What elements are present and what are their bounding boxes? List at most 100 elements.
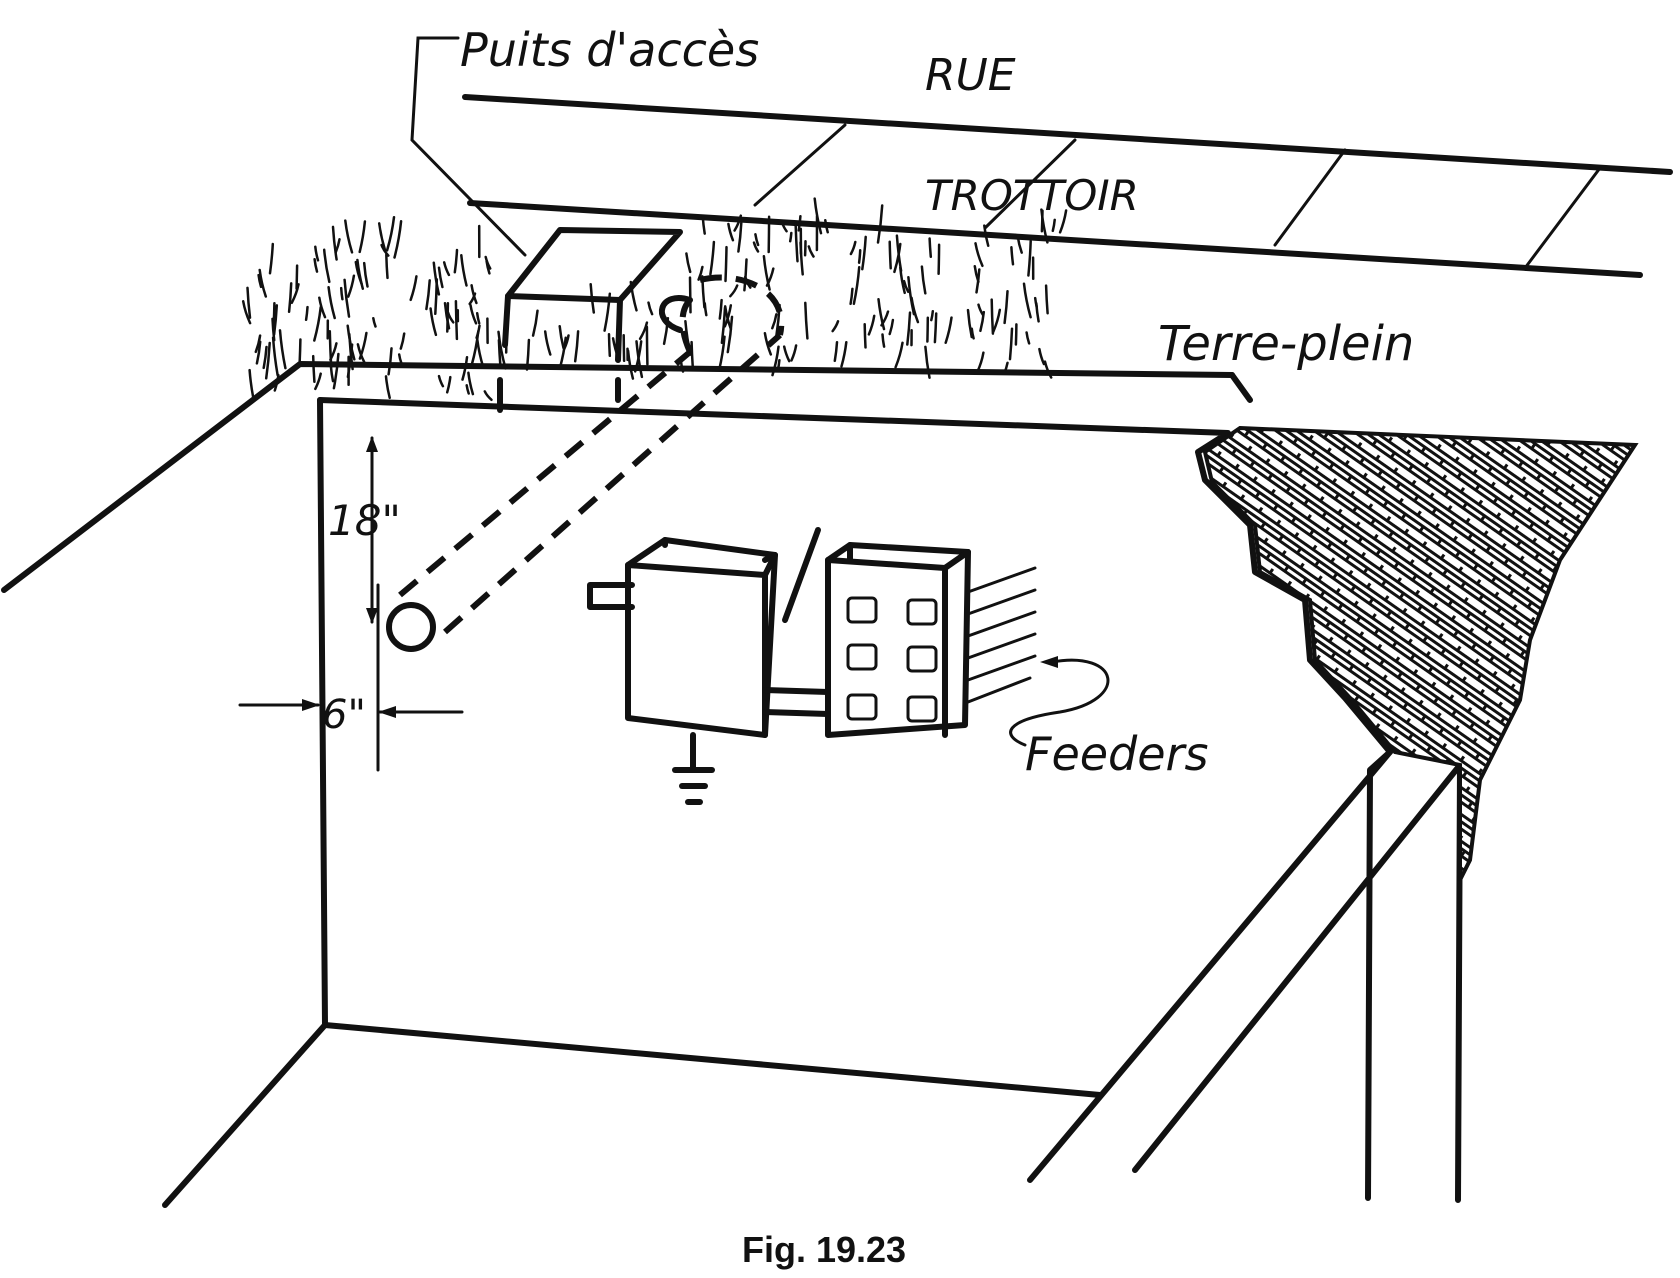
grass-blade bbox=[861, 235, 867, 271]
grass-blade bbox=[356, 343, 366, 365]
grass-blade bbox=[799, 241, 804, 276]
grass-blade bbox=[1003, 289, 1009, 325]
grass-blade bbox=[1010, 246, 1015, 266]
grass-blade bbox=[278, 329, 287, 370]
grass-blade bbox=[264, 341, 271, 380]
grass-blade bbox=[1043, 360, 1053, 379]
grass-blade bbox=[863, 323, 867, 349]
grass-blade bbox=[647, 301, 654, 316]
grass-blade bbox=[298, 338, 302, 363]
grass-blade bbox=[603, 292, 612, 332]
grass-blade bbox=[720, 306, 727, 345]
grass-blade bbox=[314, 245, 320, 262]
grass-blade bbox=[358, 220, 367, 254]
grass-blade bbox=[888, 318, 895, 336]
grass-blade bbox=[460, 253, 468, 287]
grass-blade bbox=[322, 248, 331, 284]
grass-blade bbox=[241, 300, 252, 325]
grass-blade bbox=[1008, 327, 1014, 361]
grass-blade bbox=[476, 338, 485, 369]
grass-blade bbox=[607, 333, 612, 358]
grass-blade bbox=[446, 301, 450, 333]
grass-blade bbox=[902, 279, 910, 294]
grass-blade bbox=[877, 297, 886, 331]
grass-blade bbox=[857, 249, 862, 264]
grass-blade bbox=[895, 234, 903, 273]
grass-blade bbox=[876, 204, 884, 244]
grass-blade bbox=[992, 308, 1002, 333]
grass-blade bbox=[807, 245, 815, 258]
grass-blade bbox=[314, 372, 322, 391]
grass-blade bbox=[723, 304, 733, 328]
grass-blade bbox=[470, 284, 478, 305]
grass-blade bbox=[409, 275, 418, 302]
grass-blade bbox=[937, 243, 941, 276]
grass-blade bbox=[737, 221, 743, 253]
grass-blade bbox=[475, 324, 481, 340]
grass-blade bbox=[697, 265, 704, 281]
grass-blade bbox=[979, 310, 986, 333]
soil-cutaway bbox=[1202, 425, 1639, 881]
grass-blade bbox=[771, 313, 778, 330]
grass-blade bbox=[849, 287, 854, 306]
grass-blade bbox=[894, 341, 904, 369]
grass-blade bbox=[372, 316, 377, 328]
grass-blade bbox=[849, 240, 857, 256]
grass-blade bbox=[881, 333, 886, 348]
grass-blade bbox=[432, 261, 441, 296]
grass-blade bbox=[332, 352, 340, 390]
grass-blade bbox=[467, 371, 475, 396]
grass-blade bbox=[970, 327, 975, 340]
label-feeders: Feeders bbox=[1025, 727, 1208, 781]
grass-blade bbox=[762, 255, 771, 291]
grass-blade bbox=[543, 330, 552, 356]
figure-caption: Fig. 19.23 bbox=[742, 1229, 906, 1270]
grass-blade bbox=[377, 222, 387, 252]
grass-blade bbox=[920, 265, 927, 295]
grass-blade bbox=[339, 286, 344, 301]
grass-blade bbox=[930, 310, 935, 322]
grass-blade bbox=[638, 321, 649, 341]
grass-blade bbox=[295, 264, 299, 290]
grass-blade bbox=[272, 304, 279, 336]
grass-blade bbox=[272, 301, 276, 326]
grass-blade bbox=[437, 374, 445, 388]
grass-texture bbox=[241, 197, 1068, 402]
grass-blade bbox=[304, 305, 309, 322]
grass-blade bbox=[393, 220, 403, 259]
grass-blade bbox=[888, 240, 892, 270]
grass-blade bbox=[453, 248, 459, 274]
grass-blade bbox=[629, 280, 638, 312]
grass-blade bbox=[743, 258, 748, 292]
grass-blade bbox=[771, 345, 780, 377]
grass-blade bbox=[1022, 282, 1032, 319]
grass-blade bbox=[255, 340, 262, 365]
grass-blade bbox=[1016, 234, 1023, 254]
connector-pipe bbox=[762, 687, 831, 717]
grass-blade bbox=[429, 307, 438, 337]
grass-blade bbox=[685, 252, 692, 274]
grass-blade bbox=[313, 257, 319, 273]
grass-blade bbox=[754, 233, 760, 247]
grass-blade bbox=[254, 334, 262, 354]
grass-blade bbox=[794, 222, 799, 263]
grass-blade bbox=[425, 279, 431, 311]
grass-blade bbox=[782, 345, 791, 363]
grass-blade bbox=[797, 215, 802, 232]
label-dim-vertical: 18" bbox=[328, 496, 401, 545]
grass-blade bbox=[362, 261, 369, 288]
grass-blade bbox=[907, 275, 916, 316]
grass-blade bbox=[867, 314, 876, 336]
grass-blade bbox=[1035, 302, 1040, 323]
grass-blade bbox=[385, 215, 396, 252]
conduit-opening bbox=[386, 602, 436, 652]
grass-blade bbox=[833, 340, 839, 363]
vault-walls bbox=[1, 361, 1463, 1208]
grass-blade bbox=[399, 332, 406, 350]
grass-blade bbox=[1044, 284, 1049, 315]
grass-blade bbox=[1014, 323, 1018, 346]
grass-blade bbox=[1040, 209, 1044, 233]
grass-blade bbox=[933, 312, 938, 344]
grass-blade bbox=[346, 343, 354, 379]
